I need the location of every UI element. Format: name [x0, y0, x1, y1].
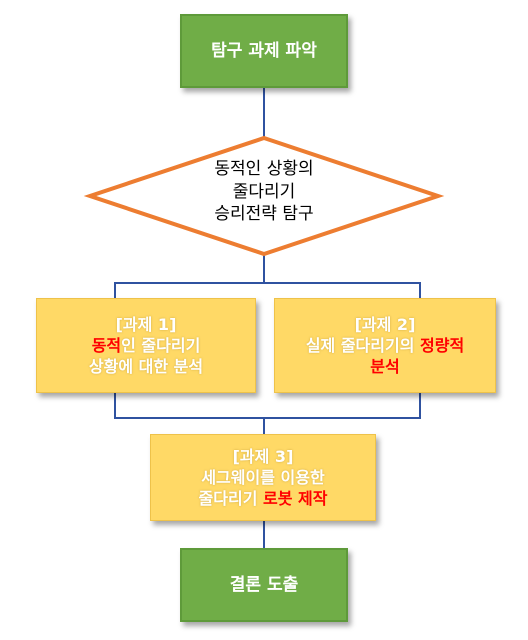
connector-split-branches: [114, 282, 421, 298]
start-node-text: 탐구 과제 파악: [211, 40, 317, 61]
task3-line-3: 줄다리기 로봇 제작: [199, 488, 328, 509]
task2-node: [과제 2] 실제 줄다리기의 정량적 분석: [274, 298, 496, 393]
task2-line-2: 실제 줄다리기의 정량적: [306, 335, 464, 356]
task2-highlight: 정량적: [420, 335, 465, 355]
task3-line-3-rest: 줄다리기: [198, 489, 263, 509]
task1-highlight: 동적: [91, 335, 122, 355]
decision-line-3: 승리전략 탐구: [214, 204, 314, 225]
task3-label: [과제 3]: [232, 446, 294, 466]
decision-node-text: 동적인 상황의 줄다리기 승리전략 탐구: [150, 144, 378, 240]
task2-line-2-rest: 실제 줄다리기의: [305, 335, 420, 355]
task3-line-2: 세그웨이를 이용한: [201, 467, 325, 487]
task1-line-2-rest: 인 줄다리기: [121, 335, 201, 355]
task3-highlight: 로봇 제작: [263, 489, 328, 509]
task3-node: [과제 3] 세그웨이를 이용한 줄다리기 로봇 제작: [150, 434, 376, 521]
decision-line-2: 줄다리기: [232, 181, 296, 202]
task1-line-3: 상황에 대한 분석: [88, 357, 204, 377]
task1-node: [과제 1] 동적인 줄다리기 상황에 대한 분석: [36, 298, 256, 393]
start-node: 탐구 과제 파악: [180, 14, 348, 88]
decision-diamond: [83, 135, 445, 257]
task2-label: [과제 2]: [354, 314, 416, 334]
task1-label: [과제 1]: [115, 314, 177, 334]
connector-merge-branches: [114, 393, 421, 419]
end-node: 결론 도출: [180, 548, 348, 622]
decision-line-1: 동적인 상황의: [214, 159, 314, 180]
end-node-text: 결론 도출: [229, 574, 299, 595]
task2-line-3-highlight: 분석: [370, 357, 400, 377]
task1-line-2: 동적인 줄다리기: [92, 335, 201, 356]
